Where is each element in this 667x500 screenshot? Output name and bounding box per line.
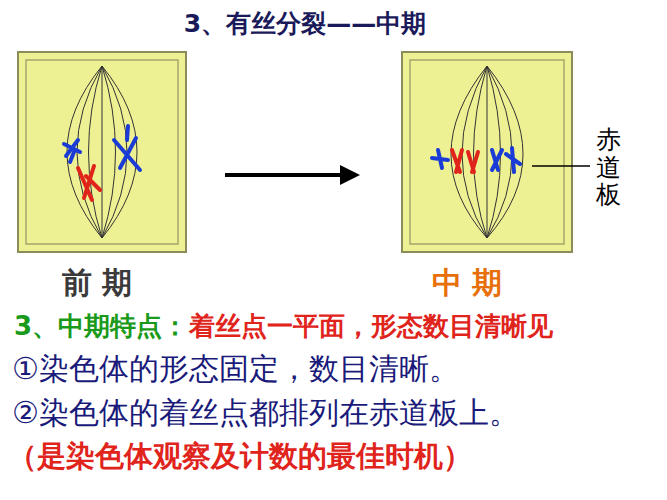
metaphase-cell	[402, 52, 590, 252]
prophase-cell	[18, 52, 186, 252]
stage-label: 中 期	[432, 266, 502, 301]
feature-heading: 3、中期特点：	[14, 312, 188, 342]
stage-label: 前 期	[62, 266, 132, 301]
feature-point: ②染色体的着丝点都排列在赤道板上。	[12, 396, 519, 431]
leader-line	[532, 165, 590, 167]
feature-note: （是染色体观察及计数的最佳时机）	[8, 440, 472, 473]
title: 3、有丝分裂——中期	[184, 10, 426, 39]
process-arrow	[225, 165, 360, 185]
equator-label: 赤道板	[596, 126, 621, 209]
feature-point: ①染色体的形态固定，数目清晰。	[12, 352, 459, 387]
feature-summary: 着丝点一平面，形态数目清晰见	[189, 312, 553, 342]
